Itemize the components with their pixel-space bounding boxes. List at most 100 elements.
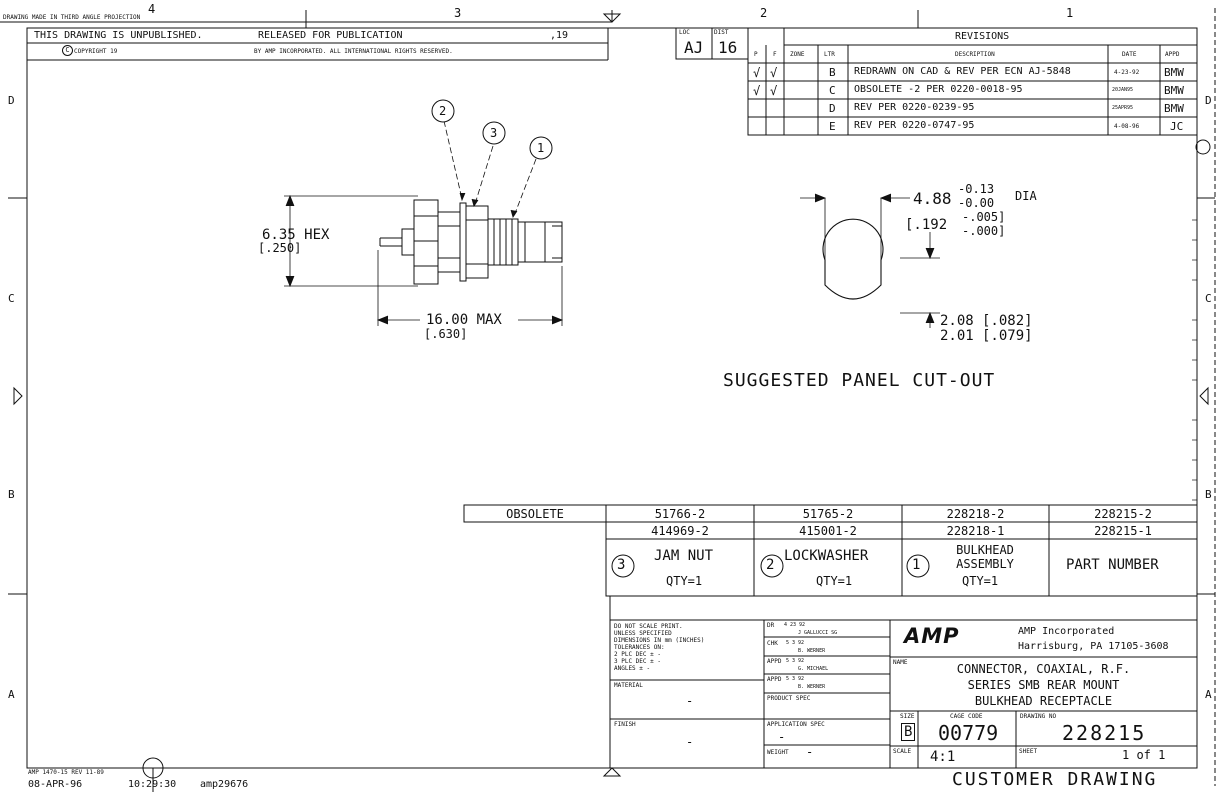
rev-row-b-ltr: B xyxy=(829,66,836,79)
rev-row-d-appd: BMW xyxy=(1164,102,1184,115)
panel-flat-2: 2.01 xyxy=(940,328,974,344)
amp-logo: AMP xyxy=(904,624,960,648)
item-3-number: 3 xyxy=(617,557,626,573)
item-1-number: 1 xyxy=(912,557,921,573)
rev-row-b-date: 4-23-92 xyxy=(1114,69,1140,76)
note-line: TOLERANCES ON: xyxy=(614,644,665,651)
form-number: AMP 1470-15 REV 11-89 xyxy=(28,769,104,776)
zone-a-left: A xyxy=(8,688,15,701)
name-label: NAME xyxy=(893,659,908,666)
hex-dimension-inches: [.250] xyxy=(258,241,302,255)
part-name-line: CONNECTOR, COAXIAL, R.F. xyxy=(956,662,1131,676)
part-current-3: 414969-2 xyxy=(651,524,709,538)
loc-value: AJ xyxy=(684,38,704,57)
note-line: DIMENSIONS IN mm (INCHES) xyxy=(614,637,705,644)
dist-label: DIST xyxy=(714,29,729,36)
item-3-qty: QTY=1 xyxy=(666,574,703,588)
copyright-notice: COPYRIGHT 19 xyxy=(74,48,118,55)
projection-note: DRAWING MADE IN THIRD ANGLE PROJECTION xyxy=(3,14,141,21)
zone-label-1: 1 xyxy=(1066,6,1074,20)
dist-value: 16 xyxy=(718,38,738,57)
release-year: ,19 xyxy=(550,30,569,41)
dr-date: 4 23 92 xyxy=(784,622,806,628)
dr-label: DR xyxy=(767,622,775,629)
appd2-name: B. WERNER xyxy=(798,684,826,690)
rev-row-b-appd: BMW xyxy=(1164,66,1184,79)
rev-row-b-f: √ xyxy=(770,66,778,80)
zone-label-2: 2 xyxy=(760,6,768,20)
part-obsolete-1: 228218-2 xyxy=(946,507,1005,521)
zone-c-left: C xyxy=(8,292,15,305)
zone-c-right: C xyxy=(1205,292,1212,305)
drawing-notes: DO NOT SCALE PRINT. UNLESS SPECIFIED DIM… xyxy=(614,623,704,672)
rev-header-f: F xyxy=(773,51,777,58)
chk-label: CHK xyxy=(767,640,778,647)
application-spec-value: - xyxy=(778,730,786,744)
chk-date: 5 3 92 xyxy=(786,640,805,646)
product-spec-label: PRODUCT SPEC xyxy=(767,695,811,702)
part-current-1: 228218-1 xyxy=(946,524,1005,538)
rev-row-e-desc: REV PER 0220-0747-95 xyxy=(854,120,975,131)
scale-label: SCALE xyxy=(893,748,912,755)
note-line: ANGLES ± - xyxy=(614,665,651,672)
rev-row-c-f: √ xyxy=(770,84,778,98)
revisions-title: REVISIONS xyxy=(955,31,1010,42)
panel-dia-label: DIA xyxy=(1015,189,1037,203)
part-name: CONNECTOR, COAXIAL, R.F. SERIES SMB REAR… xyxy=(890,661,1197,709)
note-line: DO NOT SCALE PRINT. xyxy=(614,623,683,630)
panel-cutout-caption: SUGGESTED PANEL CUT-OUT xyxy=(723,370,996,391)
release-notice: RELEASED FOR PUBLICATION xyxy=(258,30,403,41)
rev-row-c-p: √ xyxy=(753,84,761,98)
balloon-2: 2 xyxy=(439,104,447,118)
panel-diameter-inches: [.192 xyxy=(905,217,948,233)
appd1-label: APPD xyxy=(767,658,782,665)
appd1-name: G. MICHAEL xyxy=(798,666,829,672)
unpublished-notice: THIS DRAWING IS UNPUBLISHED. xyxy=(34,30,203,41)
size-value: B xyxy=(901,723,916,741)
panel-tolerance-plus: -0.13 xyxy=(958,182,995,196)
customer-drawing-label: CUSTOMER DRAWING xyxy=(952,769,1158,790)
rev-header-date: DATE xyxy=(1122,51,1137,58)
panel-flat-2-inches: [.079] xyxy=(982,328,1033,344)
application-spec-label: APPLICATION SPEC xyxy=(767,721,825,728)
cage-code-label: CAGE CODE xyxy=(950,713,983,720)
sheet-label: SHEET xyxy=(1019,748,1038,755)
hex-dimension: 6.35 HEX xyxy=(262,227,330,243)
plot-time: 10:29:30 xyxy=(128,779,177,790)
part-current-pn: 228215-1 xyxy=(1094,524,1152,538)
balloon-3: 3 xyxy=(490,126,498,140)
item-1-qty: QTY=1 xyxy=(962,574,999,588)
dr-name: J GALLUCCI SG xyxy=(798,630,838,636)
finish-value: - xyxy=(686,735,694,749)
rev-row-d-desc: REV PER 0220-0239-95 xyxy=(854,102,975,113)
drawing-number-label: DRAWING NO xyxy=(1020,713,1057,720)
rev-row-e-ltr: E xyxy=(829,120,836,133)
part-obsolete-3: 51766-2 xyxy=(654,507,706,521)
chk-name: B. WERNER xyxy=(798,648,826,654)
company-name: AMP Incorporated xyxy=(1018,626,1115,637)
weight-label: WEIGHT xyxy=(767,749,789,756)
zone-d-left: D xyxy=(8,94,15,107)
rev-row-d-date: 25APR95 xyxy=(1112,105,1134,111)
part-number-header: PART NUMBER xyxy=(1066,557,1159,573)
material-label: MATERIAL xyxy=(614,682,643,689)
copyright-owner: BY AMP INCORPORATED. ALL INTERNATIONAL R… xyxy=(254,48,453,55)
part-name-line: BULKHEAD RECEPTACLE xyxy=(974,694,1113,708)
note-line: 2 PLC DEC ± - xyxy=(614,651,661,658)
panel-tolerance-minus: -0.00 xyxy=(958,196,995,210)
cage-code-value: 00779 xyxy=(938,721,999,745)
panel-flat-1-inches: [.082] xyxy=(982,313,1033,329)
plot-date: 08-APR-96 xyxy=(28,779,83,790)
note-line: 3 PLC DEC ± - xyxy=(614,658,661,665)
rev-header-ltr: LTR xyxy=(824,51,835,58)
appd1-date: 5 3 92 xyxy=(786,658,805,664)
zone-b-right: B xyxy=(1205,488,1212,501)
scale-value: 4:1 xyxy=(930,749,956,765)
rev-row-c-desc: OBSOLETE -2 PER 0220-0018-95 xyxy=(854,84,1023,95)
material-value: - xyxy=(686,694,694,708)
panel-inch-tolerance-minus: -.000] xyxy=(962,224,1006,238)
part-name-line: SERIES SMB REAR MOUNT xyxy=(967,678,1120,692)
item-1-name: BULKHEAD ASSEMBLY xyxy=(956,543,1014,571)
drawing-number-value: 228215 xyxy=(1062,721,1147,745)
rev-header-appd: APPD xyxy=(1165,51,1180,58)
